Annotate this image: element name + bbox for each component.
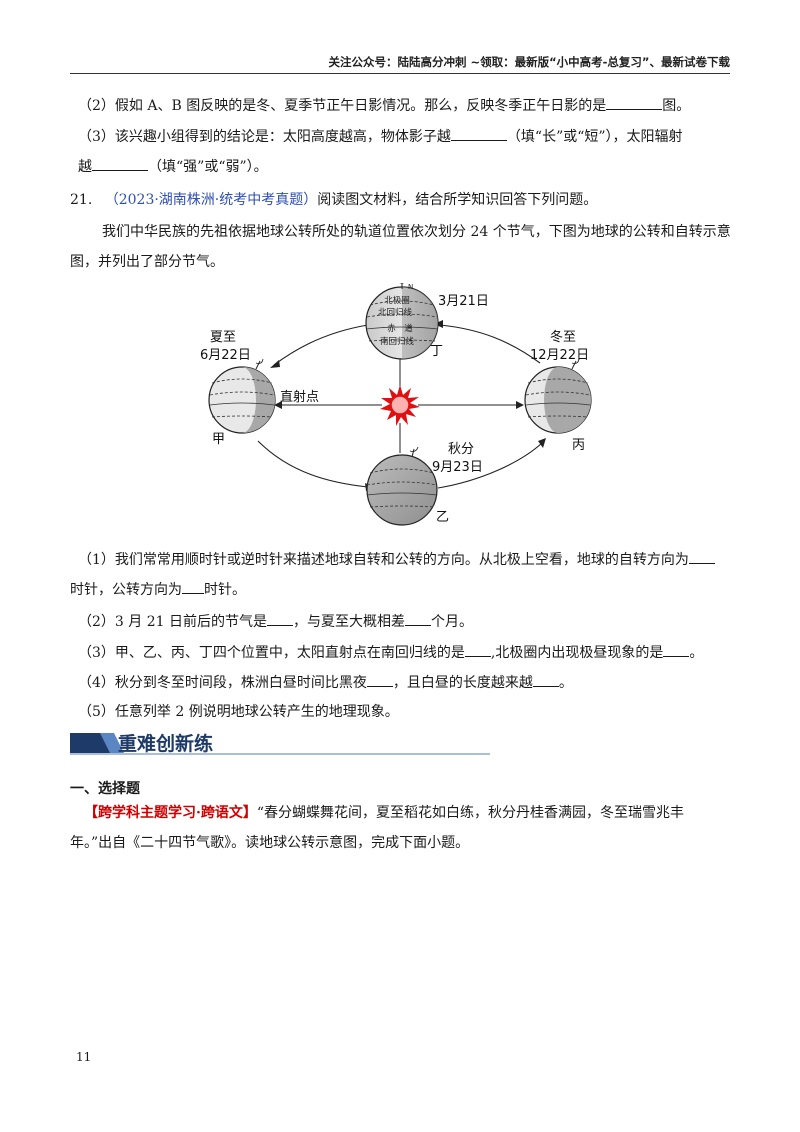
q21-sub3-blank-1[interactable] [464, 643, 491, 657]
q21-sub1-text-a: （1）我们常常用顺时针或逆时针来描述地球自转和公转的方向。从北极上空看，地球的自… [78, 552, 689, 568]
pos-ding: 丁 [430, 344, 443, 359]
q21-prompt: 阅读图文材料，结合所学知识回答下列问题。 [317, 192, 598, 208]
header-rule [70, 73, 730, 74]
q20-part3-cont: 越 （填“强”或“弱”）。 [78, 157, 730, 177]
section-passage-1: 【跨学科主题学习·跨语文】“春分蝴蝶舞花间，夏至稻花如白练，秋分丹桂香满园，冬至… [84, 803, 730, 823]
q21-sub3-text-b: ,北极圈内出现极昼现象的是 [490, 645, 664, 661]
pos-bing: 丙 [572, 438, 585, 453]
q21-source: （2023·湖南株洲·统考中考真题） [104, 192, 318, 208]
lat-label-arctic: 北极圈 [384, 295, 410, 306]
sun-ray-left-arrow [274, 401, 282, 409]
sun-icon [380, 385, 420, 426]
q21-sub4-text-a: （4）秋分到冬至时间段，株洲白昼时间比黑夜 [78, 675, 367, 691]
pos-yi: 乙 [436, 510, 449, 525]
date-top: 3月21日 [438, 294, 489, 309]
orbit-arc-bottom-right [437, 442, 543, 489]
q20-part3-blank-1[interactable] [450, 127, 507, 141]
section-banner: 重难创新练 [70, 727, 490, 757]
q21-sub1-cont: 时针，公转方向为 时针。 [70, 580, 730, 600]
q20-part3-blank-2[interactable] [92, 157, 148, 171]
lat-label-equator: 赤 道 [387, 323, 413, 334]
subsolar-label: 直射点 [280, 389, 319, 405]
q21-sub2-text-a: （2）3 月 21 日前后的节气是 [78, 614, 267, 630]
q20-part2: （2）假如 A、B 图反映的是冬、夏季节正午日影情况。那么，反映冬季正午日影的是… [78, 96, 730, 116]
term-right: 冬至 [550, 329, 576, 345]
orbit-arc-left-bottom [257, 440, 369, 488]
q21-sub1-text-b: 时针，公转方向为 [70, 582, 182, 598]
q21-sub3-text-a: （3）甲、乙、丙、丁四个位置中，太阳直射点在南回归线的是 [78, 645, 465, 661]
orbit-arrow-bottom-right [538, 438, 546, 448]
section-text-1: “春分蝴蝶舞花间，夏至稻花如白练，秋分丹桂香满园，冬至瑞雪兆丰 [256, 805, 685, 821]
date-right: 12月22日 [530, 348, 589, 363]
lat-label-tropic-capricorn: 南回归线 [380, 336, 415, 347]
sun-ray-right-arrow [516, 401, 524, 409]
term-left: 夏至 [210, 330, 236, 345]
page-header: 关注公众号：陆陆高分冲刺 ~领取：最新版“小中高考-总复习”、最新试卷下载 [328, 55, 730, 69]
q21-number: 21. [70, 192, 93, 208]
q20-part3-text-b: （填“长”或“短”），太阳辐射 [506, 129, 683, 145]
q21-sub1-text-c: 时针。 [204, 582, 246, 598]
section-passage-2: 年。”出自《二十四节气歌》。读地球公转示意图，完成下面小题。 [70, 835, 470, 851]
earth-orbit-diagram: 北极圈 北回归线 赤 道 南回归线 N 3月21日 丁 夏至 6月22日 直射点… [200, 283, 592, 526]
q21-sub4-blank-1[interactable] [366, 673, 393, 687]
q21-intro-2: 图，并列出了部分节气。 [70, 254, 224, 270]
q20-part3: （3）该兴趣小组得到的结论是：太阳高度越高，物体影子越 （填“长”或“短”），太阳… [78, 127, 730, 147]
date-bottom: 9月23日 [432, 460, 483, 475]
globe-ding [365, 283, 439, 360]
q20-part3-text-c: 越 [78, 159, 92, 175]
q21-sub3-text-c: 。 [689, 645, 704, 661]
q21-sub4-text-c: 。 [558, 675, 573, 691]
q21-sub1-blank-2[interactable] [182, 580, 204, 594]
q21-sub4-text-b: ，且白昼的长度越来越 [392, 675, 533, 691]
page-number: 11 [76, 1050, 92, 1064]
q21-sub2-text-b: ，与夏至大概相差 [292, 614, 405, 630]
q21-sub2: （2）3 月 21 日前后的节气是 ，与夏至大概相差 个月。 [78, 612, 730, 632]
q20-part2-text-b: 图。 [662, 98, 691, 114]
q20-part3-text-a: （3）该兴趣小组得到的结论是：太阳高度越高，物体影子越 [78, 129, 451, 145]
banner-title: 重难创新练 [118, 733, 214, 755]
q21-sub2-blank-2[interactable] [404, 612, 431, 626]
q20-part2-text-a: （2）假如 A、B 图反映的是冬、夏季节正午日影情况。那么，反映冬季正午日影的是 [78, 98, 607, 114]
q21-sub1: （1）我们常常用顺时针或逆时针来描述地球自转和公转的方向。从北极上空看，地球的自… [78, 550, 730, 570]
q21-sub3: （3）甲、乙、丙、丁四个位置中，太阳直射点在南回归线的是 ,北极圈内出现极昼现象的… [78, 643, 730, 663]
q21-intro-1: 我们中华民族的先祖依据地球公转所处的轨道位置依次划分 24 个节气，下图为地球的… [102, 224, 731, 240]
axis-label-top: N [408, 283, 413, 291]
globe-yi [366, 446, 438, 526]
pos-jia: 甲 [212, 432, 225, 447]
q21-sub4: （4）秋分到冬至时间段，株洲白昼时间比黑夜 ，且白昼的长度越来越 。 [78, 673, 730, 693]
q20-part2-blank[interactable] [606, 96, 663, 110]
q21-title: 21. （2023·湖南株洲·统考中考真题）阅读图文材料，结合所学知识回答下列问… [70, 190, 730, 210]
q21-sub5: （5）任意列举 2 例说明地球公转产生的地理现象。 [78, 704, 399, 720]
section-heading: 一、选择题 [70, 781, 140, 797]
lat-label-tropic-cancer: 北回归线 [378, 307, 413, 318]
banner-graphic [70, 733, 490, 755]
orbit-arc-top-left [273, 324, 369, 366]
term-bottom: 秋分 [448, 442, 474, 457]
q21-sub4-blank-2[interactable] [532, 673, 559, 687]
q21-sub3-blank-2[interactable] [663, 643, 690, 657]
q21-sub2-text-c: 个月。 [430, 614, 473, 630]
globe-bing [524, 358, 592, 434]
q20-part3-text-d: （填“强”或“弱”）。 [148, 159, 268, 175]
q21-sub2-blank-1[interactable] [266, 612, 293, 626]
globe-jia [208, 358, 276, 434]
section-tag: 【跨学科主题学习·跨语文】 [84, 805, 257, 821]
date-left: 6月22日 [200, 348, 251, 363]
q21-sub1-blank-1[interactable] [688, 550, 715, 564]
orbit-arrow-top-left [270, 360, 280, 368]
orbit-arc-right-top [439, 324, 541, 364]
